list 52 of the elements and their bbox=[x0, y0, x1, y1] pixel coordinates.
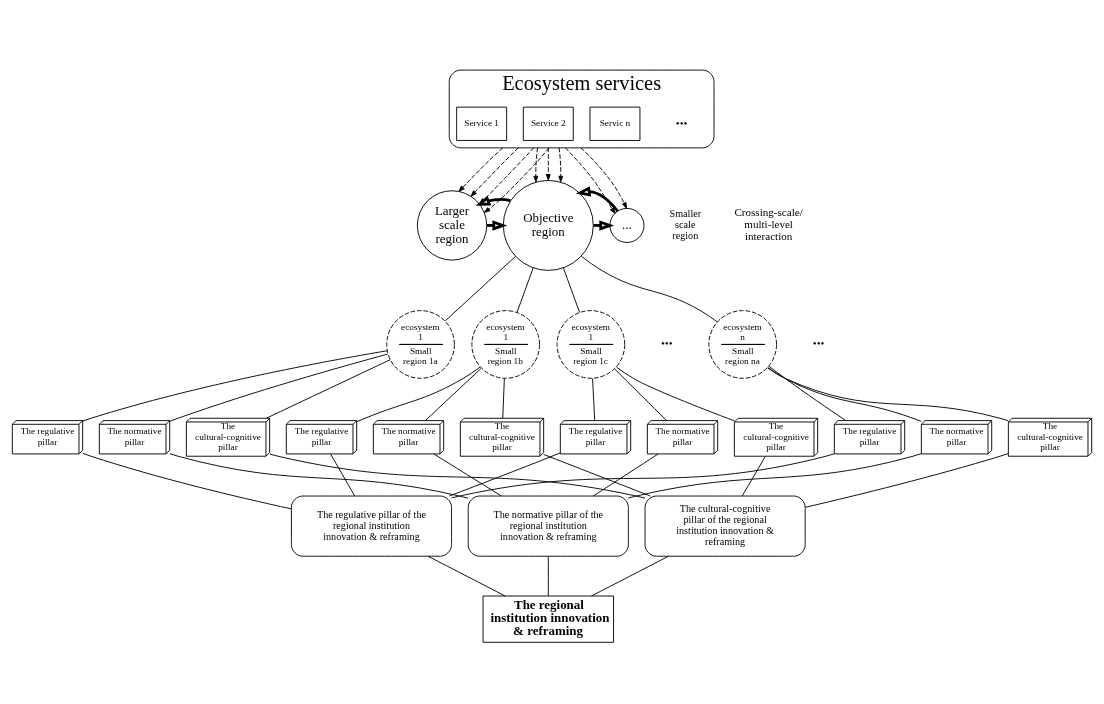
connector bbox=[444, 255, 516, 321]
connector bbox=[427, 555, 506, 596]
connector bbox=[581, 255, 718, 322]
connector bbox=[330, 453, 356, 496]
node-circle: ecosystem 1 Small region 1a bbox=[386, 309, 455, 379]
node-box: The normative pillar of the regional institution innovation & reframing bbox=[467, 495, 629, 557]
connector bbox=[592, 452, 659, 496]
arrow bbox=[533, 146, 539, 182]
connector bbox=[547, 555, 549, 596]
connector bbox=[592, 377, 596, 421]
node-circle: ecosystem n Small region na bbox=[708, 309, 777, 379]
label: ••• bbox=[660, 336, 673, 349]
node-circle: ecosystem 1 Small region 1c bbox=[556, 309, 626, 379]
arrow bbox=[575, 185, 619, 212]
connector bbox=[82, 452, 292, 509]
connector bbox=[616, 366, 735, 421]
label: ••• bbox=[812, 336, 825, 349]
connector bbox=[741, 455, 766, 496]
connector bbox=[591, 555, 669, 596]
node-box: Servic n bbox=[589, 106, 641, 141]
connector bbox=[543, 453, 651, 496]
connector bbox=[269, 453, 646, 499]
connector bbox=[265, 358, 391, 419]
connector bbox=[424, 367, 482, 421]
node-circle: ecosystem 1 Small region 1b bbox=[471, 309, 540, 379]
connector bbox=[516, 267, 534, 313]
node-box: The cultural-cognitive pillar of the regional institution innovation & reframing bbox=[644, 495, 806, 557]
arrow bbox=[593, 219, 615, 231]
connector bbox=[356, 366, 481, 422]
node-box: The regional institution innovation & reframing bbox=[482, 595, 615, 643]
connector bbox=[451, 452, 835, 498]
arrow bbox=[458, 146, 504, 192]
arrow bbox=[483, 146, 550, 213]
connector bbox=[614, 368, 668, 421]
label: Crossing-scale/ multi-level interaction bbox=[734, 205, 803, 242]
connector bbox=[562, 267, 580, 313]
node-box: Service 2 bbox=[522, 106, 574, 141]
arrow bbox=[558, 146, 564, 182]
connector bbox=[627, 452, 922, 498]
arrow bbox=[545, 146, 551, 181]
node-label: Smaller scale region bbox=[669, 207, 702, 241]
connector bbox=[448, 452, 561, 496]
arrow bbox=[470, 146, 519, 197]
connector bbox=[804, 452, 1009, 508]
label: ••• bbox=[675, 116, 688, 129]
arrow bbox=[565, 146, 616, 214]
node-box: Service 1 bbox=[456, 106, 508, 141]
connector bbox=[169, 452, 469, 499]
connector bbox=[433, 452, 502, 496]
arrow bbox=[580, 146, 627, 209]
connector bbox=[502, 377, 505, 419]
node-box: The regulative pillar of the regional institution innovation & reframing bbox=[290, 495, 453, 557]
